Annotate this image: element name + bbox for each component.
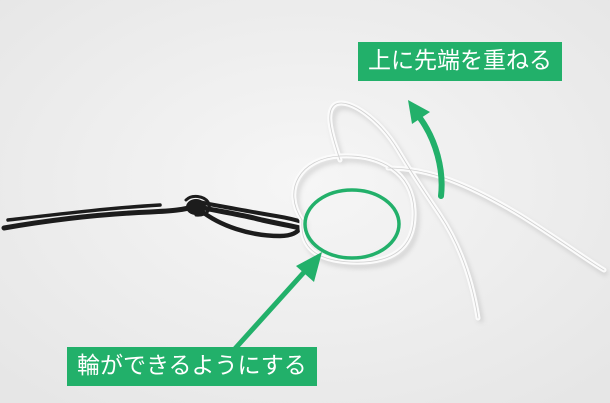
bottom-annotation-label: 輪ができるようにする [67, 347, 317, 386]
arrow-up-right-icon [229, 252, 322, 355]
ring-marker-icon [303, 188, 401, 260]
white-cord-outline [293, 102, 605, 319]
curved-arrow-up-icon [408, 100, 445, 199]
black-cord [1, 194, 304, 239]
top-annotation-label: 上に先端を重ねる [358, 42, 562, 81]
